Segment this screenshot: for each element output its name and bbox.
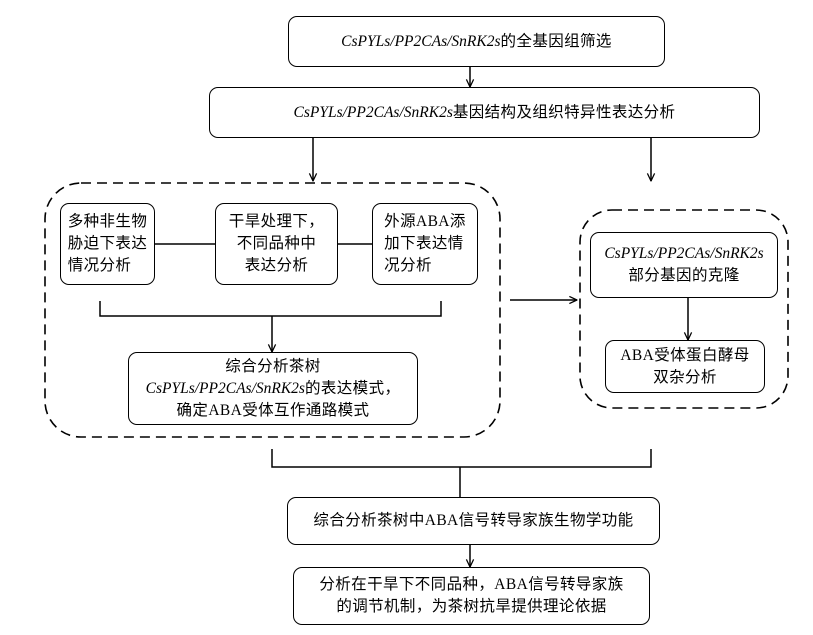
- gene-family-name: CsPYLs/PP2CAs/SnRK2s: [293, 103, 453, 121]
- gene-family-name: CsPYLs/PP2CAs/SnRK2s: [145, 379, 305, 397]
- right-dashed-group: [579, 209, 789, 409]
- expression-pattern-label: 综合分析茶树 CsPYLs/PP2CAs/SnRK2s的表达模式， 确定ABA受…: [146, 356, 401, 422]
- genome-wide-screening-label: CsPYLs/PP2CAs/SnRK2s的全基因组筛选: [341, 31, 612, 53]
- yeast-two-hybrid-label: ABA受体蛋白酵母 双杂分析: [620, 345, 749, 389]
- yeast-two-hybrid-line-2: 双杂分析: [653, 368, 717, 386]
- drought-varieties-line-1: 干旱处理下，: [228, 213, 325, 230]
- conclusion-label: 分析在干旱下不同品种，ABA信号转导家族 的调节机制，为茶树抗旱提供理论依据: [319, 574, 623, 618]
- structure-expression-text: 基因结构及组织特异性表达分析: [452, 103, 676, 121]
- abiotic-stress-line-2: 胁迫下表达: [67, 235, 148, 252]
- gene-cloning-box: CsPYLs/PP2CAs/SnRK2s 部分基因的克隆: [590, 232, 778, 298]
- conclusion-line-2: 的调节机制，为茶树抗旱提供理论依据: [336, 598, 607, 615]
- expression-pattern-line-2: CsPYLs/PP2CAs/SnRK2s的表达模式，: [146, 378, 401, 400]
- bottom-bracket: [271, 449, 652, 468]
- abiotic-stress-box: 多种非生物 胁迫下表达 情况分析: [60, 203, 155, 285]
- genome-wide-screening-box: CsPYLs/PP2CAs/SnRK2s的全基因组筛选: [288, 16, 665, 67]
- drought-varieties-line-2: 不同品种中: [236, 235, 317, 252]
- structure-expression-box: CsPYLs/PP2CAs/SnRK2s基因结构及组织特异性表达分析: [209, 87, 760, 138]
- left-dashed-group: [44, 182, 501, 438]
- structure-expression-label: CsPYLs/PP2CAs/SnRK2s基因结构及组织特异性表达分析: [294, 102, 676, 124]
- yeast-two-hybrid-line-1: ABA受体蛋白酵母: [620, 346, 750, 364]
- drought-varieties-box: 干旱处理下， 不同品种中 表达分析: [215, 203, 338, 285]
- exogenous-aba-line-3: 况分析: [384, 257, 432, 274]
- expression-pattern-box: 综合分析茶树 CsPYLs/PP2CAs/SnRK2s的表达模式， 确定ABA受…: [128, 352, 418, 425]
- abiotic-stress-label: 多种非生物 胁迫下表达 情况分析: [68, 211, 148, 277]
- expression-pattern-line-1: 综合分析茶树: [225, 357, 321, 375]
- expression-pattern-line-3: 确定ABA受体互作通路模式: [176, 401, 370, 419]
- drought-varieties-line-3: 表达分析: [244, 257, 309, 274]
- exogenous-aba-label: 外源ABA添 加下表达情 况分析: [384, 211, 466, 277]
- genome-screen-text: 的全基因组筛选: [500, 32, 612, 50]
- exogenous-aba-line-2: 加下表达情: [384, 235, 464, 252]
- exogenous-aba-box: 外源ABA添 加下表达情 况分析: [372, 203, 478, 285]
- exogenous-aba-line-1: 外源ABA添: [384, 213, 466, 230]
- left-group-bracket: [99, 301, 442, 317]
- biological-function-label: 综合分析茶树中ABA信号转导家族生物学功能: [313, 512, 634, 529]
- gene-family-name: CsPYLs/PP2CAs/SnRK2s: [604, 245, 764, 262]
- conclusion-box: 分析在干旱下不同品种，ABA信号转导家族 的调节机制，为茶树抗旱提供理论依据: [293, 567, 650, 625]
- expression-pattern-line-2-text: 的表达模式，: [304, 379, 401, 397]
- gene-family-name: CsPYLs/PP2CAs/SnRK2s: [341, 32, 501, 50]
- abiotic-stress-line-1: 多种非生物: [67, 213, 148, 230]
- conclusion-line-1: 分析在干旱下不同品种，ABA信号转导家族: [319, 576, 624, 593]
- drought-varieties-label: 干旱处理下， 不同品种中 表达分析: [229, 211, 324, 277]
- yeast-two-hybrid-box: ABA受体蛋白酵母 双杂分析: [605, 340, 765, 393]
- biological-function-box: 综合分析茶树中ABA信号转导家族生物学功能: [287, 497, 660, 545]
- gene-cloning-line-2: 部分基因的克隆: [628, 267, 740, 284]
- abiotic-stress-line-3: 情况分析: [67, 257, 132, 274]
- gene-cloning-label: CsPYLs/PP2CAs/SnRK2s 部分基因的克隆: [604, 243, 763, 287]
